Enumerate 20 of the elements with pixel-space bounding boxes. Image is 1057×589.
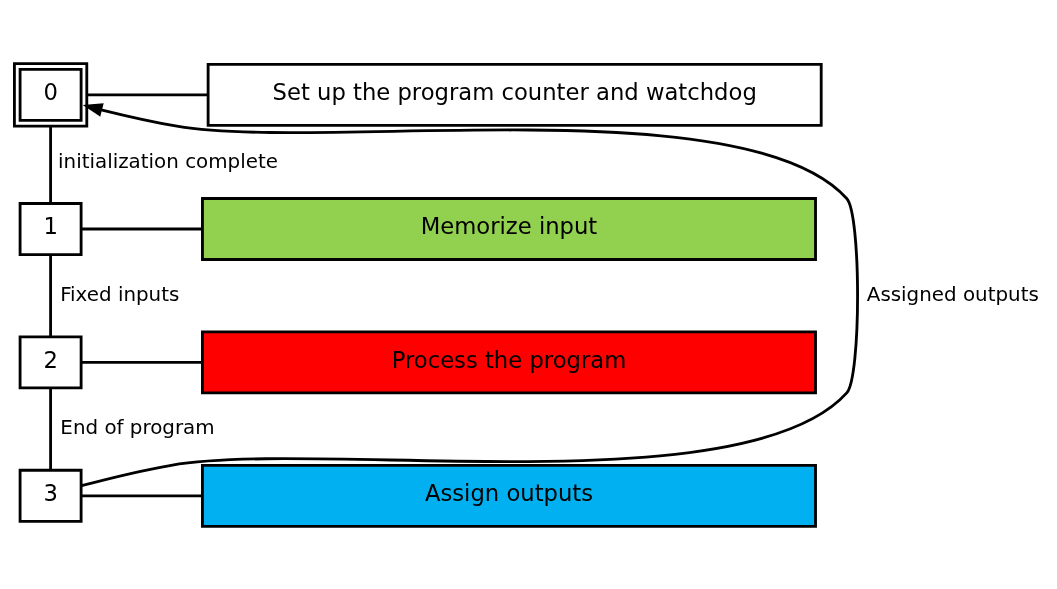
node-box: 1	[18, 201, 83, 256]
node-box: Process the program	[201, 329, 817, 394]
connector	[49, 387, 52, 470]
node-box: 3	[18, 468, 83, 523]
connector	[81, 227, 203, 230]
connector	[49, 126, 52, 203]
connector	[86, 93, 208, 96]
node-box: Assign outputs	[201, 463, 817, 528]
edge-label: Assigned outputs	[866, 282, 1039, 306]
arrow	[81, 102, 859, 487]
connector	[49, 254, 52, 337]
connector	[81, 360, 203, 364]
edge-label: End of program	[60, 415, 215, 439]
edge-label: initialization complete	[58, 149, 278, 173]
node-box: 0	[13, 61, 89, 128]
node-box: 2	[18, 334, 83, 389]
edge-label: Fixed inputs	[60, 282, 180, 306]
node-box: Memorize input	[201, 196, 817, 261]
connector	[81, 493, 203, 497]
node-box: Set up the program counter and watchdog	[206, 62, 823, 127]
